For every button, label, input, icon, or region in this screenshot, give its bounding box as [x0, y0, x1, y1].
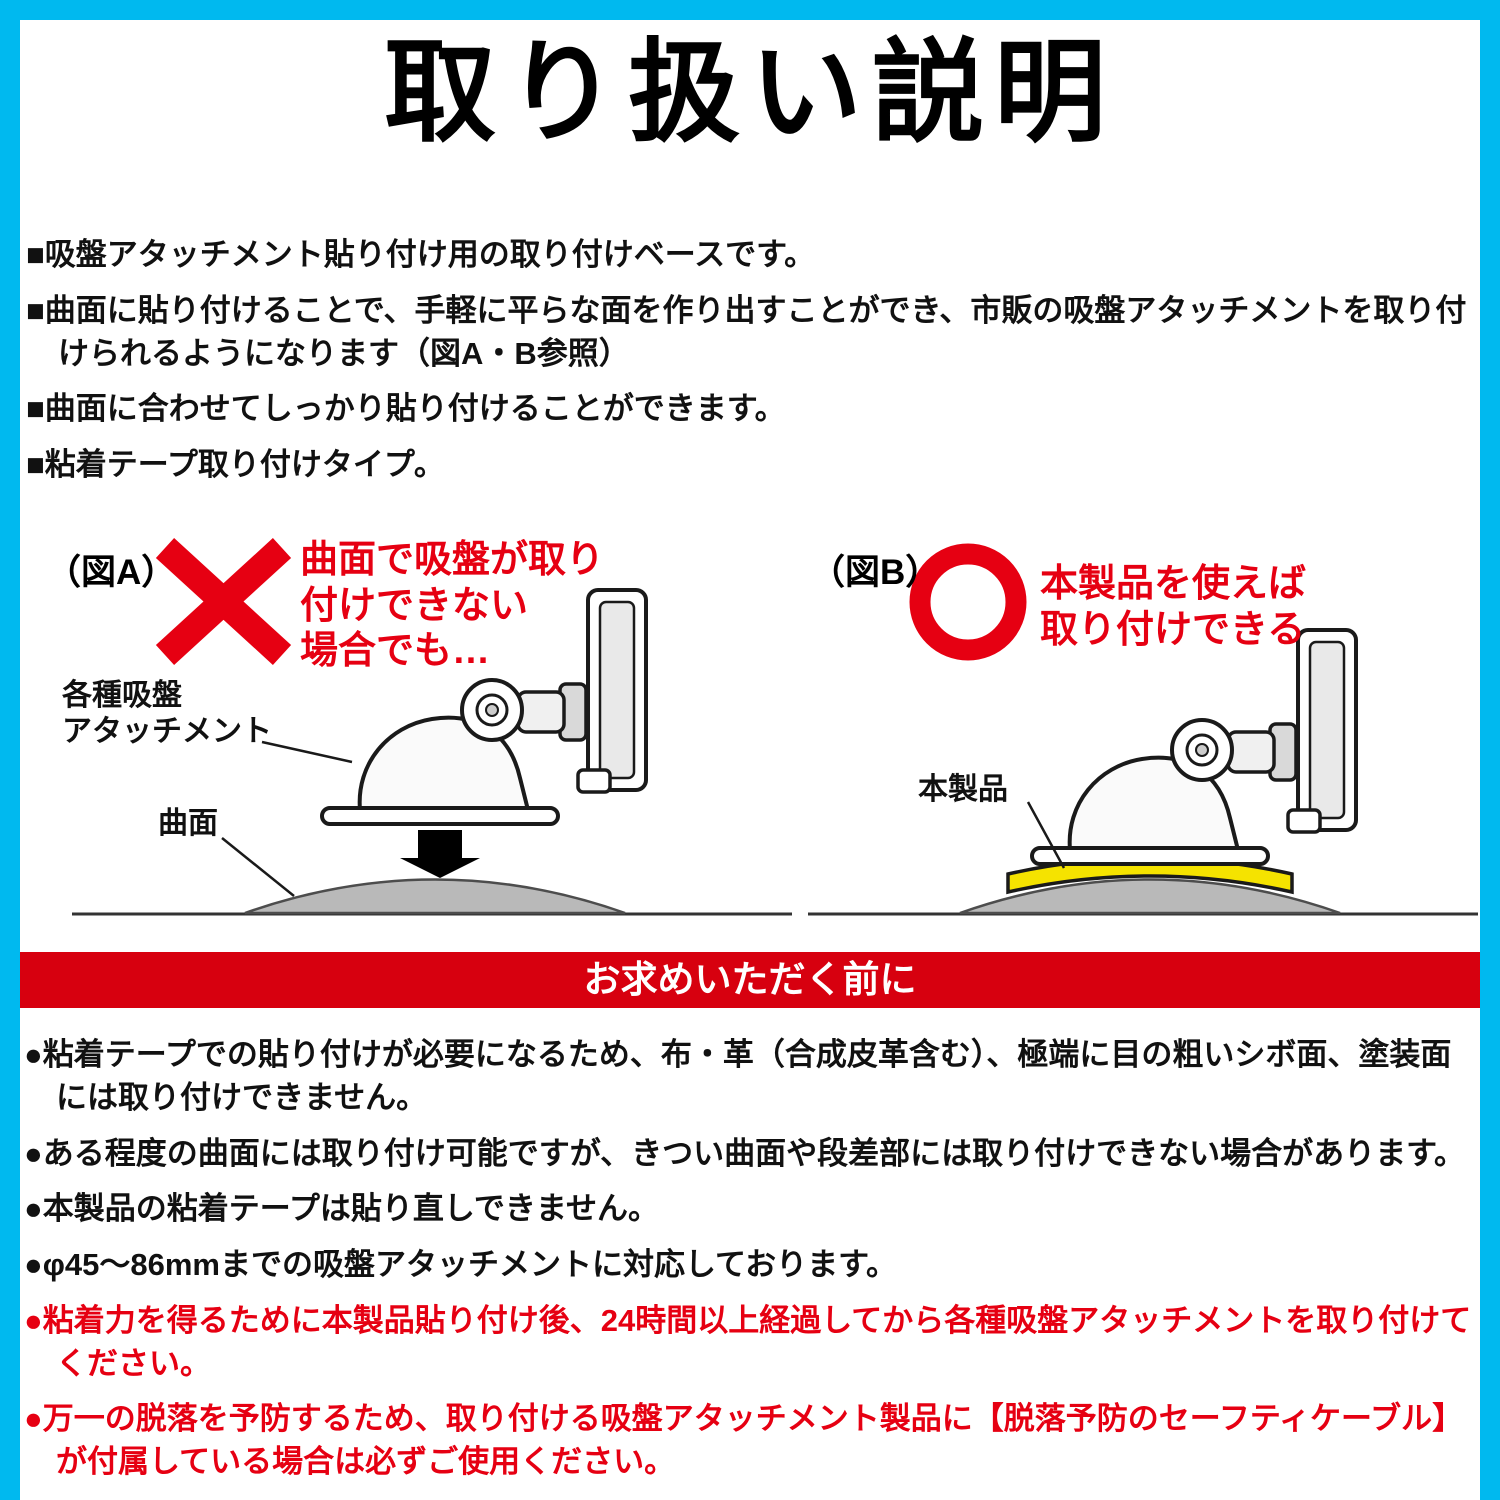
- suction-mount-illustration-b: [1030, 628, 1358, 866]
- note-item: ●本製品の粘着テープは貼り直しできません。: [24, 1191, 660, 1227]
- page-title: 取り扱い説明: [384, 30, 1116, 155]
- intro-bullet: ■曲面に貼り付けることで、手軽に平らな面を作り出すことができ、市販の吸盤アタッチ…: [26, 292, 1467, 371]
- figure-a-annotation-surface: 曲面: [158, 807, 218, 840]
- figure-b-caption: 本製品を使えば 取り付けできる: [1040, 563, 1307, 651]
- figure-b-graphic: [808, 543, 1478, 916]
- intro-bullet-list: ■吸盤アタッチメント貼り付け用の取り付けベースです。 ■曲面に貼り付けることで、…: [26, 234, 1480, 500]
- intro-bullet: ■粘着テープ取り付けタイプ。: [26, 447, 445, 483]
- frame-border-right: [1480, 0, 1500, 1500]
- figure-b-label: （図B）: [810, 553, 941, 592]
- figure-a-caption: 曲面で吸盤が取り 付けできない 場合でも…: [300, 539, 605, 673]
- figure-a-annotation-attachment: 各種吸盤 アタッチメント: [62, 679, 272, 748]
- leader-line-product: [1026, 801, 1066, 869]
- figure-a-label: （図A）: [46, 553, 177, 592]
- circle-icon: [909, 543, 1027, 661]
- curved-surface-a: [244, 878, 626, 915]
- cross-icon: [155, 538, 292, 665]
- note-item-warning: ●粘着力を得るために本製品貼り付け後、24時間以上経過してから各種吸盤アタッチメ…: [24, 1302, 1472, 1381]
- notes-list: ●粘着テープでの貼り付けが必要になるため、布・革（合成皮革含む）、極端に目の粗い…: [24, 1034, 1480, 1497]
- leader-line-surface: [221, 837, 295, 897]
- intro-bullet: ■吸盤アタッチメント貼り付け用の取り付けベースです。: [26, 237, 816, 272]
- note-item-warning: ●万一の脱落を予防するため、取り付ける吸盤アタッチメント製品に【脱落予防のセーフ…: [24, 1401, 1464, 1480]
- figure-b-annotation-product: 本製品: [918, 773, 1008, 806]
- note-item: ●ある程度の曲面には取り付け可能ですが、きつい曲面や段差部には取り付けできない場…: [24, 1135, 1465, 1171]
- down-arrow-icon: [400, 830, 480, 878]
- intro-bullet: ■曲面に合わせてしっかり貼り付けることができます。: [26, 391, 786, 427]
- curved-surface-b: [959, 878, 1341, 915]
- figure-a-graphic: [72, 538, 792, 916]
- frame-border-left: [0, 0, 20, 1500]
- note-item: ●粘着テープでの貼り付けが必要になるため、布・革（合成皮革含む）、極端に目の粗い…: [24, 1037, 1452, 1115]
- notice-banner: お求めいただく前に: [20, 952, 1480, 1008]
- frame-border-top: [0, 0, 1500, 20]
- leader-line-attachment: [261, 740, 353, 764]
- note-item: ●φ45～86mmまでの吸盤アタッチメントに対応しております。: [24, 1247, 898, 1283]
